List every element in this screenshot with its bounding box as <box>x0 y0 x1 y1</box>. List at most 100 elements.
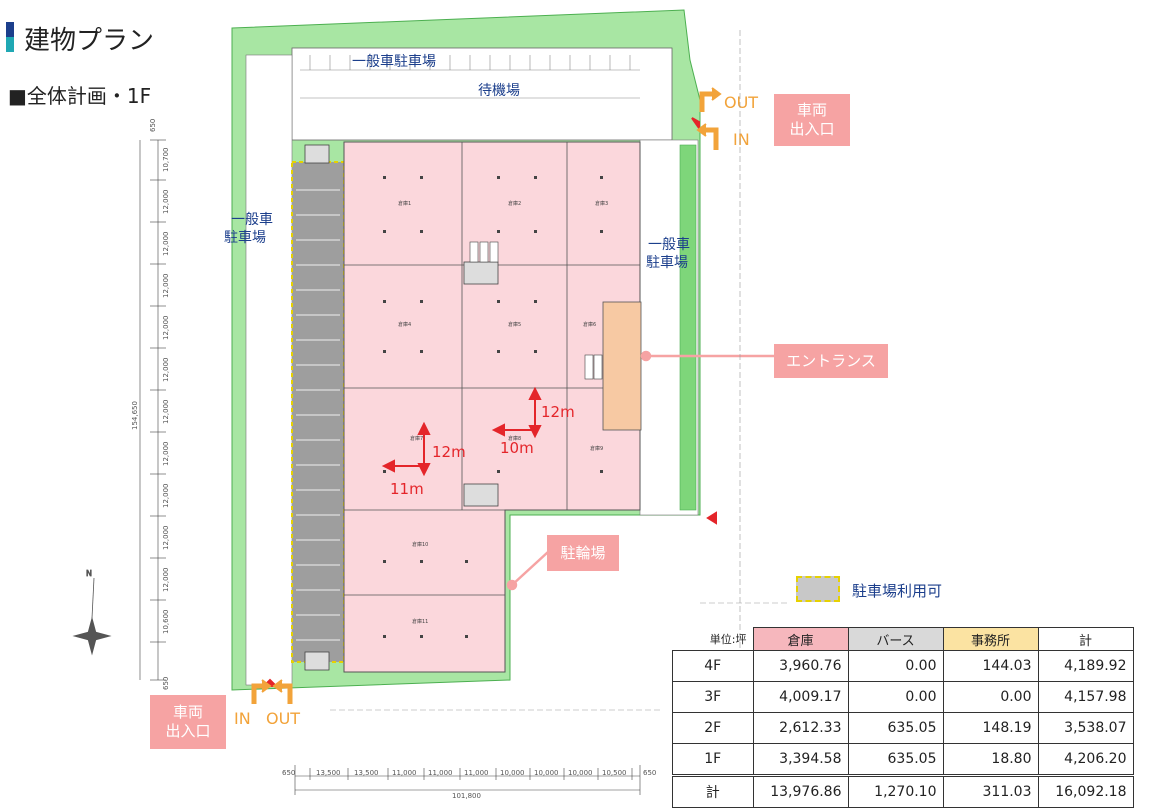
left-dimension-labels: 650 10,700 12,000 12,000 12,000 12,000 1… <box>131 119 170 690</box>
top-parking-stalls <box>300 55 640 99</box>
svg-text:12,000: 12,000 <box>162 232 170 257</box>
svg-text:12m: 12m <box>541 403 575 421</box>
table-row: 2F 2,612.33 635.05 148.19 3,538.07 <box>672 712 1134 744</box>
svg-text:10,700: 10,700 <box>162 148 170 173</box>
column-marks <box>383 176 603 638</box>
label-in-bottom: IN <box>234 709 251 728</box>
svg-text:11,000: 11,000 <box>392 769 417 777</box>
header-office: 事務所 <box>942 627 1039 651</box>
warehouse-area <box>343 141 641 673</box>
label-in-top: IN <box>733 130 750 149</box>
top-parking-zone <box>291 47 673 141</box>
callout-vehicle-entrance-bottom: 車両 出入口 <box>150 695 226 749</box>
room-label: 倉庫2 <box>508 200 521 207</box>
svg-text:12,000: 12,000 <box>162 400 170 425</box>
page-subtitle: ■全体計画・1F <box>8 84 152 108</box>
legend-label: 駐車場利用可 <box>852 582 943 600</box>
room-label: 倉庫11 <box>412 618 428 625</box>
svg-text:10,000: 10,000 <box>500 769 525 777</box>
title-accent-bar <box>6 22 14 52</box>
room-label: 倉庫7 <box>410 435 423 442</box>
room-label: 倉庫5 <box>508 321 521 328</box>
callout-vehicle-entrance-top: 車両 出入口 <box>774 94 850 146</box>
overall-height-label: 154,650 <box>131 401 139 430</box>
label-out-bottom: OUT <box>266 709 300 728</box>
svg-text:12,000: 12,000 <box>162 358 170 383</box>
svg-text:13,500: 13,500 <box>354 769 379 777</box>
table-header-row: 単位:坪 倉庫 バース 事務所 計 <box>673 627 1134 651</box>
svg-text:650: 650 <box>643 769 656 777</box>
svg-text:12m: 12m <box>432 443 466 461</box>
entrance-marker <box>691 117 700 132</box>
entrance-marker <box>706 511 717 525</box>
office-block <box>602 301 642 431</box>
left-dimension <box>139 139 166 681</box>
core-box <box>463 261 499 285</box>
stair-marks <box>469 241 603 380</box>
svg-text:12,000: 12,000 <box>162 484 170 509</box>
svg-text:12,000: 12,000 <box>162 526 170 551</box>
area-labels: 一般車駐車場 待機場 一般車 駐車場 一般車 駐車場 <box>224 53 690 271</box>
overall-width-label: 101,800 <box>452 792 481 800</box>
svg-text:12,000: 12,000 <box>162 568 170 593</box>
compass-icon: N <box>72 569 112 656</box>
svg-text:12,000: 12,000 <box>162 190 170 215</box>
svg-text:13,500: 13,500 <box>316 769 341 777</box>
label-parking-right-2: 駐車場 <box>646 254 688 271</box>
right-parking-green <box>679 144 697 511</box>
label-out-top: OUT <box>724 93 758 112</box>
span-arrows <box>261 117 717 687</box>
table-row: 1F 3,394.58 635.05 18.80 4,206.20 <box>672 743 1134 776</box>
legend-swatch-parking <box>796 576 840 602</box>
label-waiting: 待機場 <box>478 83 520 99</box>
table-unit: 単位:坪 <box>709 632 747 646</box>
svg-text:11m: 11m <box>390 480 424 498</box>
header-warehouse: 倉庫 <box>752 627 849 651</box>
header-total: 計 <box>1037 627 1134 651</box>
svg-text:12,000: 12,000 <box>162 274 170 299</box>
svg-text:11,000: 11,000 <box>428 769 453 777</box>
svg-text:12,000: 12,000 <box>162 316 170 341</box>
callout-entrance: エントランス <box>774 344 888 378</box>
room-label: 倉庫6 <box>583 321 596 328</box>
core-box <box>304 651 330 671</box>
label-parking-right-1: 一般車 <box>648 236 690 253</box>
svg-text:10,600: 10,600 <box>162 610 170 635</box>
label-parking-top: 一般車駐車場 <box>352 53 436 70</box>
berth-stalls <box>296 189 340 641</box>
callout-bicycle-parking: 駐輪場 <box>547 535 619 571</box>
left-road <box>245 54 293 686</box>
callout-leaders <box>506 350 775 591</box>
bottom-dimension-labels: 650 13,500 13,500 11,000 11,000 11,000 1… <box>282 769 656 800</box>
span-labels: 12m 11m 12m 10m <box>390 403 575 498</box>
core-box <box>463 483 499 507</box>
label-parking-left-1: 一般車 <box>231 211 273 228</box>
room-label: 倉庫1 <box>398 200 411 207</box>
svg-text:12,000: 12,000 <box>162 442 170 467</box>
area-table: 単位:坪 倉庫 バース 事務所 計 4F 3,960.76 0.00 144.0… <box>672 627 1134 808</box>
table-row: 4F 3,960.76 0.00 144.03 4,189.92 <box>672 650 1134 682</box>
table-total-row: 計 13,976.86 1,270.10 311.03 16,092.18 <box>672 774 1134 808</box>
traffic-labels: OUT IN IN OUT <box>234 93 758 728</box>
svg-text:10,000: 10,000 <box>534 769 559 777</box>
svg-text:10,500: 10,500 <box>602 769 627 777</box>
svg-text:10,000: 10,000 <box>568 769 593 777</box>
page-title: 建物プラン <box>24 26 155 56</box>
svg-text:11,000: 11,000 <box>464 769 489 777</box>
room-label: 倉庫4 <box>398 321 411 328</box>
room-label: 倉庫3 <box>595 200 608 207</box>
header-berth: バース <box>847 627 944 651</box>
svg-text:650: 650 <box>162 677 170 690</box>
svg-text:10m: 10m <box>500 439 534 457</box>
core-box <box>304 144 330 164</box>
room-label: 倉庫8 <box>508 435 521 442</box>
label-parking-left-2: 駐車場 <box>224 229 266 246</box>
svg-text:N: N <box>86 569 92 578</box>
room-label: 倉庫10 <box>412 541 428 548</box>
svg-text:650: 650 <box>282 769 295 777</box>
room-label: 倉庫9 <box>590 445 603 452</box>
site-lines <box>330 30 790 711</box>
traffic-arrows <box>251 87 722 704</box>
svg-text:650: 650 <box>149 119 157 132</box>
